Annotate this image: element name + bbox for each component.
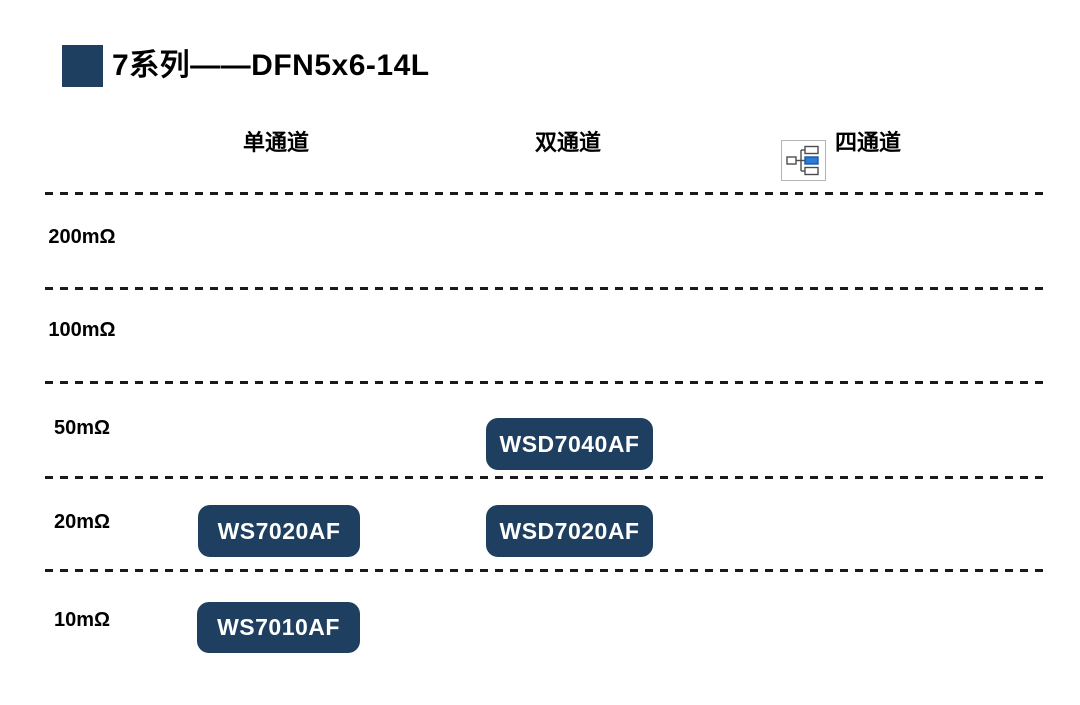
title-bullet-square — [62, 45, 103, 87]
product-badge-wsd7040af: WSD7040AF — [486, 418, 653, 470]
dashed-separator — [45, 192, 1048, 195]
row-label-50mohm: 50mΩ — [53, 417, 111, 439]
column-header-dual-channel: 双通道 — [535, 130, 602, 155]
row-label-10mohm: 10mΩ — [53, 609, 111, 631]
page-title: 7系列——DFN5x6-14L — [112, 49, 430, 82]
dashed-separator — [45, 381, 1048, 384]
column-header-single-channel: 单通道 — [243, 130, 310, 155]
product-badge-wsd7020af: WSD7020AF — [486, 505, 653, 557]
row-label-20mohm: 20mΩ — [53, 511, 111, 533]
dashed-separator — [45, 287, 1048, 290]
dashed-separator — [45, 476, 1048, 479]
org-chart-icon — [781, 140, 826, 181]
row-label-100mohm: 100mΩ — [48, 319, 116, 341]
column-header-quad-channel: 四通道 — [835, 130, 902, 155]
dashed-separator — [45, 569, 1048, 572]
product-badge-ws7010af: WS7010AF — [197, 602, 360, 653]
row-label-200mohm: 200mΩ — [48, 226, 116, 248]
product-badge-ws7020af: WS7020AF — [198, 505, 360, 557]
